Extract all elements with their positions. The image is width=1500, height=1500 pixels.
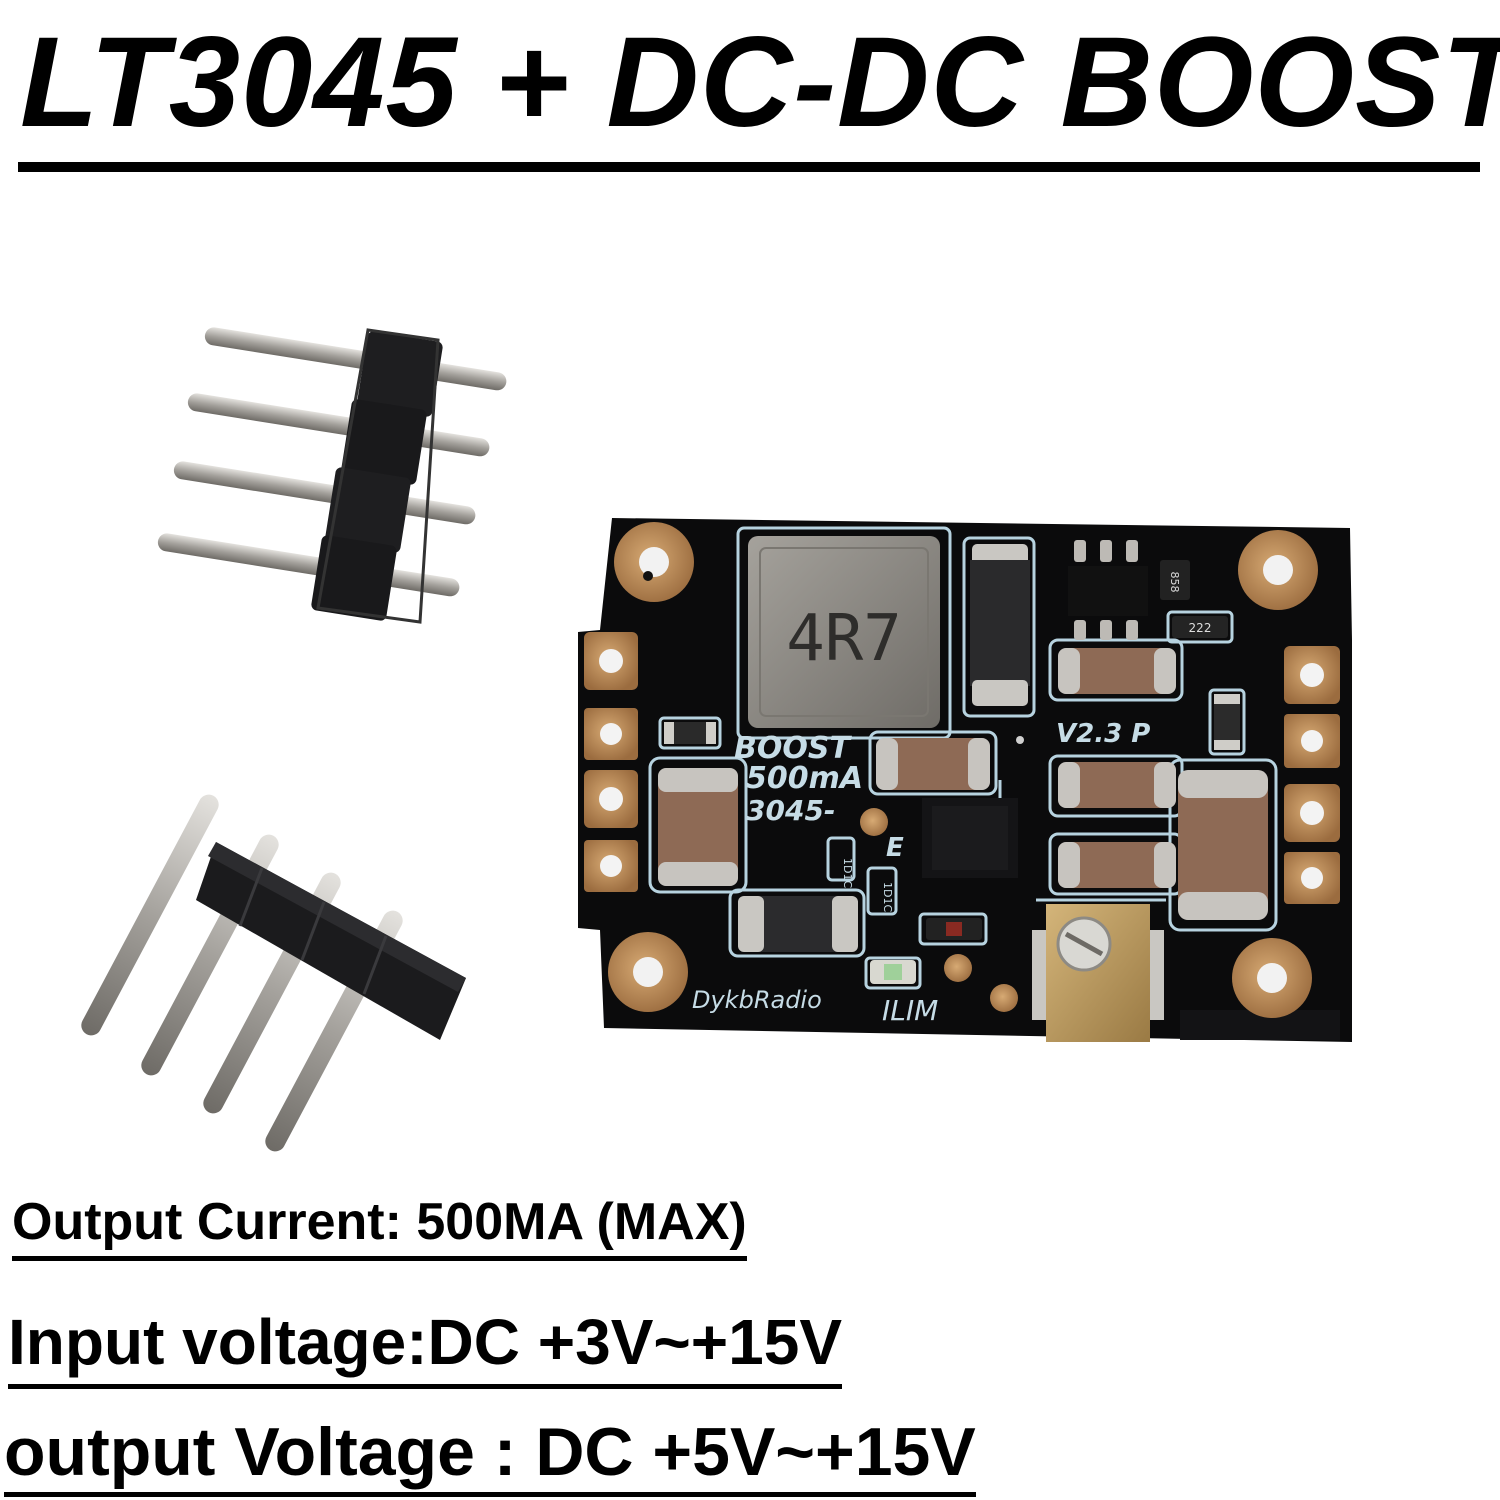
test-pads	[643, 571, 1024, 1012]
pin-header-bottom-left	[81, 794, 466, 1152]
resistor-left	[664, 722, 716, 744]
resistor-red	[926, 918, 982, 940]
header-plastic-top	[311, 328, 443, 624]
inductor: 4R7	[748, 536, 940, 728]
mounting-holes	[608, 522, 1318, 1018]
silk-brand: DykbRadio	[692, 986, 822, 1014]
spec-output-current: Output Current: 500MA (MAX)	[12, 1196, 747, 1261]
edge-pads-right	[1284, 646, 1340, 904]
resistor-222: 222	[1172, 616, 1228, 638]
silkscreen-outlines	[648, 526, 1278, 990]
capacitor-center-top	[876, 738, 990, 790]
status-led	[870, 960, 916, 984]
silk-resistor-b: 1D1C	[881, 882, 894, 912]
sot-chip	[1068, 540, 1148, 640]
silk-current: 500mA	[746, 761, 863, 796]
silkscreen-text: BOOST 500mA 3045- E V2.3 P DykbRadio ILI…	[692, 719, 1150, 1027]
page-title: LT3045 + DC-DC BOOST	[20, 11, 1500, 154]
silk-boost: BOOST	[734, 731, 852, 766]
diode-bottom	[738, 896, 858, 952]
resistor-222-label: 222	[1189, 621, 1212, 635]
trimmer-potentiometer[interactable]	[1032, 904, 1164, 1042]
pcb-board: 4R7 858 222	[578, 518, 1352, 1042]
spec-output-voltage: output Voltage : DC +5V~+15V	[4, 1418, 976, 1497]
header-plastic-bottom	[196, 842, 466, 1040]
silk-e: E	[886, 833, 904, 863]
lt3045-chip	[922, 798, 1018, 878]
resistor-858: 858	[1160, 560, 1190, 600]
title-underline	[18, 162, 1480, 172]
inductor-marking: 4R7	[786, 602, 902, 676]
silk-resistor-a: 1D1C	[841, 858, 854, 888]
resistor-858-label: 858	[1168, 572, 1181, 593]
silk-ilim: ILIM	[882, 994, 938, 1027]
diode	[970, 544, 1030, 706]
edge-pads-left	[584, 632, 638, 892]
silk-part: 3045-	[746, 794, 836, 827]
resistor-vertical	[1214, 694, 1240, 750]
capacitor-right-2	[1058, 762, 1176, 808]
capacitor-right-large	[1178, 770, 1268, 920]
silk-version: V2.3 P	[1056, 719, 1150, 749]
pin-header-top-left	[157, 327, 507, 624]
spec-input-voltage: Input voltage:DC +3V~+15V	[8, 1310, 843, 1389]
capacitor-right-1	[1058, 648, 1176, 694]
capacitor-left-large	[658, 768, 738, 886]
capacitor-right-3	[1058, 842, 1176, 888]
capacitors	[658, 648, 1268, 920]
